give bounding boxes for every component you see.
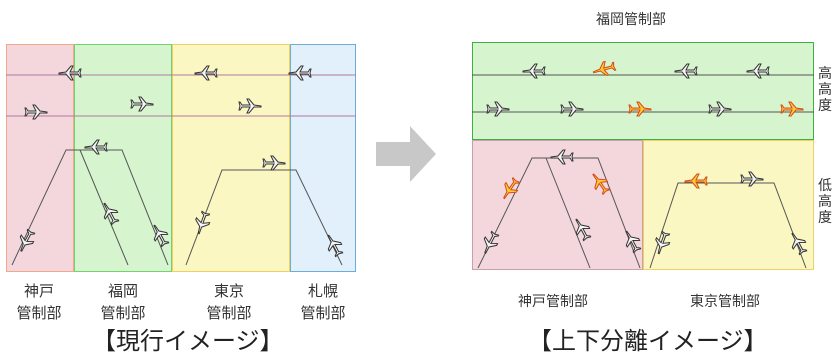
airplane-icon <box>58 64 82 86</box>
kobe-lower-region <box>472 140 643 270</box>
upper-airspace-region <box>472 42 814 140</box>
airplane-icon <box>746 62 770 84</box>
airplane-icon <box>322 234 346 258</box>
airplane-icon <box>522 62 546 84</box>
airplane-icon <box>592 60 617 82</box>
airplane-icon <box>740 170 764 192</box>
sapporo-region <box>290 44 356 272</box>
airplane-icon <box>786 232 810 256</box>
separation-caption: 【上下分離イメージ】 <box>528 327 768 355</box>
airplane-icon <box>560 100 584 122</box>
fukuoka-top-label: 福岡管制部 <box>596 12 666 28</box>
airplane-icon <box>486 100 510 122</box>
airplane-icon <box>288 64 312 86</box>
sapporo-label: 札幌管制部 <box>300 282 346 322</box>
airplane-icon <box>238 97 262 119</box>
airplane-icon <box>684 172 708 194</box>
airplane-icon <box>148 224 172 248</box>
airplane-icon <box>130 95 154 117</box>
kobe-lower-label: 神戸管制部 <box>518 294 588 310</box>
airplane-icon <box>780 100 804 122</box>
airplane-icon <box>570 218 594 242</box>
tokyo-lower-label: 東京管制部 <box>690 294 760 310</box>
airplane-icon <box>478 230 502 256</box>
airplane-icon <box>588 173 612 196</box>
tokyo-region <box>172 44 290 272</box>
airplane-icon <box>674 62 698 84</box>
fukuoka-label: 福岡管制部 <box>100 282 146 322</box>
current-caption: 【現行イメージ】 <box>92 327 284 355</box>
airplane-icon <box>98 202 122 226</box>
kobe-label: 神戸管制部 <box>16 282 62 322</box>
airplane-icon <box>708 100 732 122</box>
airplane-icon <box>498 176 522 202</box>
airplane-icon <box>650 230 674 256</box>
tokyo-lower-region <box>643 140 814 270</box>
airplane-icon <box>84 138 108 160</box>
airplane-icon <box>550 148 574 170</box>
airplane-icon <box>14 228 38 254</box>
airplane-icon <box>628 100 652 122</box>
airplane-icon <box>620 230 644 254</box>
airplane-icon <box>24 103 48 125</box>
tokyo-label: 東京管制部 <box>206 282 252 322</box>
airplane-icon <box>194 64 218 86</box>
airplane-icon <box>262 154 286 176</box>
airplane-icon <box>190 210 214 236</box>
high-altitude-label: 高高度 <box>818 66 832 114</box>
low-altitude-label: 低高度 <box>818 178 832 226</box>
